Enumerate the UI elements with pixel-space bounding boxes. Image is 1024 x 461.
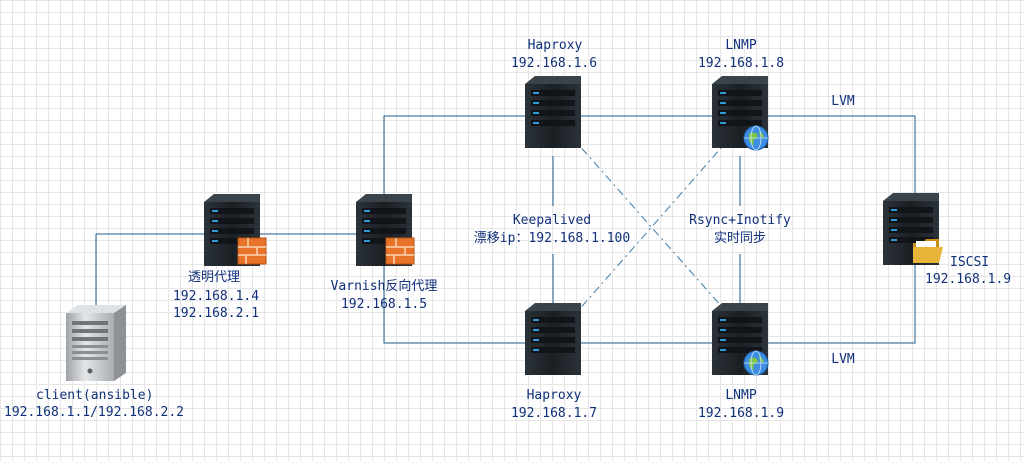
transparent-proxy-name: 透明代理 [187,270,241,285]
haproxy-top-ip: 192.168.1.6 [510,56,598,71]
haproxy-top-server-icon [525,76,581,148]
iscsi-ip: 192.168.1.9 [925,272,1012,287]
lnmp-bottom-name: LNMP [725,388,757,403]
globe-icon [743,125,769,151]
iscsi-name: ISCSI [950,255,990,270]
keepalived-label: Keepalived [512,213,592,228]
lnmp-bottom-ip: 192.168.1.9 [697,406,785,421]
haproxy-bottom-server-icon [525,303,581,375]
client-name: client(ansible) [36,388,154,403]
link-haproxy-bottom-lnmp-top [569,139,729,321]
folder-icon [913,239,943,263]
link-haproxy-top-lnmp-bottom [569,134,731,317]
links [95,115,916,344]
globe-icon [743,350,769,376]
varnish-ip: 192.168.1.5 [340,297,428,312]
transparent-proxy-server-icon [204,194,267,266]
varnish-server-icon [356,194,415,266]
lnmp-top-ip: 192.168.1.8 [697,56,785,71]
firewall-icon [385,237,415,265]
varnish-name: Varnish反向代理 [330,279,438,294]
client-ip: 192.168.1.1/192.168.2.2 [4,405,185,420]
haproxy-bottom-ip: 192.168.1.7 [510,406,598,421]
rsync-label: Rsync+Inotify [689,213,791,228]
link-lnmp-top-iscsi [768,115,916,193]
lnmp-top-name: LNMP [725,38,757,53]
lvm-bottom-label: LVM [831,352,855,367]
pc-tower-icon [66,305,126,381]
haproxy-top-name: Haproxy [527,38,583,53]
haproxy-bottom-name: Haproxy [526,388,582,403]
transparent-proxy-ip2: 192.168.2.1 [172,306,260,321]
link-varnish-haproxy-bottom [383,262,525,344]
cross-links [569,134,731,321]
lvm-top-label: LVM [831,94,855,109]
keepalived-vip-label: 漂移ip：192.168.1.100 [473,231,631,246]
transparent-proxy-ip1: 192.168.1.4 [172,289,260,304]
lnmp-bottom-server-icon [712,303,769,376]
link-varnish-haproxy-top [383,115,525,194]
rsync-sync-label: 实时同步 [713,231,767,246]
iscsi-server-icon [883,193,943,265]
link-lnmp-bottom-iscsi [768,263,916,344]
lnmp-top-server-icon [712,76,769,151]
firewall-icon [237,237,267,265]
